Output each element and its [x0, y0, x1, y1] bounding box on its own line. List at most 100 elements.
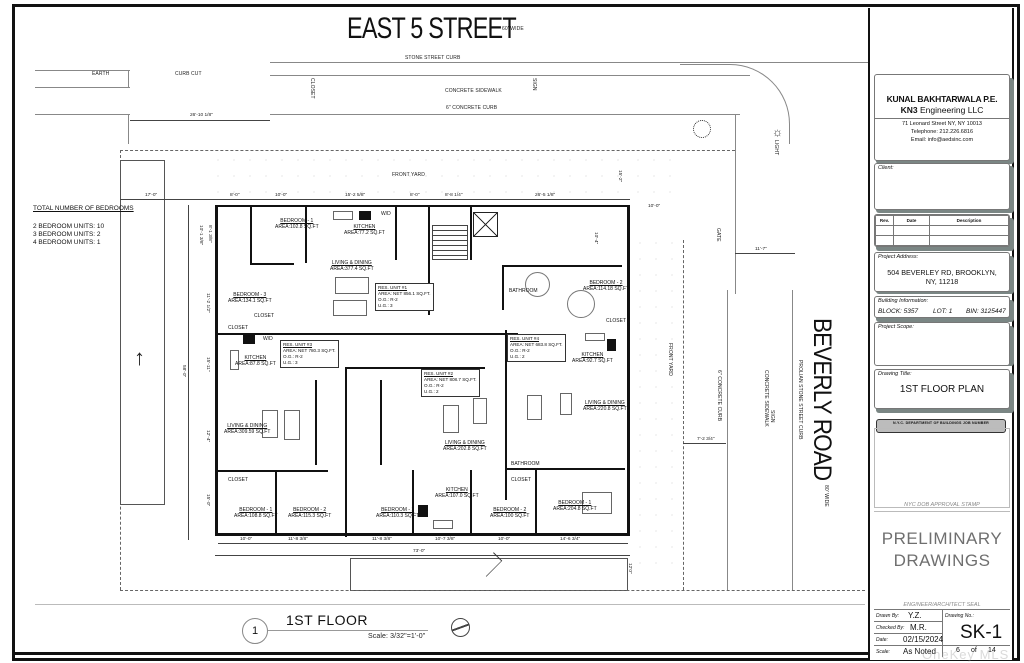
scale-value: As Noted [903, 647, 936, 656]
stone-curb-line [270, 62, 870, 63]
sofa-icon [560, 393, 572, 415]
dim-bottom: 11'-8 3/8" [372, 537, 392, 542]
concrete-curb-label: 6" CONCRETE CURB [446, 105, 498, 111]
earth-edge [128, 70, 129, 87]
stairs [432, 225, 468, 260]
block-number: BLOCK: 5357 [878, 308, 919, 315]
interior-wall [252, 263, 294, 265]
rev-header-date: Date [893, 215, 930, 226]
client-label: Client: [878, 165, 894, 171]
closet-label: CLOSET [228, 477, 249, 483]
project-address-label: Project Address: [878, 254, 919, 260]
drawing-number-circle: 1 [242, 618, 268, 644]
unit-ug: U.G.: 2 [510, 354, 525, 359]
date-value: 02/15/2024 [903, 635, 944, 644]
scale-label: Scale: [876, 649, 890, 655]
beverly-stone-curb-line [792, 290, 793, 590]
floor-title: 1ST FLOOR [286, 612, 369, 628]
sofa-icon [335, 277, 369, 294]
dim-top-left-curb: 26'-10 1/8" [190, 113, 213, 118]
drawing-no-label: Drawing No.: [945, 613, 974, 619]
interior-wall-mid [218, 333, 518, 335]
unit-og: O.G.: R-2 [424, 383, 444, 388]
bed-icon [582, 492, 612, 514]
room-label: BATHROOM [509, 288, 538, 294]
interior-wall [412, 470, 414, 535]
unit-area: AREA: NET 808.7 SQ.FT. [424, 377, 477, 382]
rev-header-rev: Rev. [875, 215, 894, 226]
dim-beverly-offset: 7'-2 3/4" [697, 437, 715, 442]
rev-header-description: Description [929, 215, 1009, 226]
beverly-sign-label: SIGN [769, 410, 775, 423]
dim-bottom: 10'-0" [498, 537, 511, 542]
stair-wall [428, 205, 430, 315]
wall-north [215, 205, 630, 207]
dim-overall-width: 73'-0" [413, 549, 426, 554]
closet-label: CLOSET [511, 477, 532, 483]
sofa-icon [262, 410, 278, 438]
unit-info-box: RES. UNIT #3 AREA: NET 780.3 SQ.FT. O.G.… [280, 340, 339, 368]
sheet-border [12, 4, 1020, 661]
engineer-name: KUNAL BAKHTARWALA P.E. [886, 94, 998, 104]
interior-wall [250, 205, 252, 265]
closet-label: CLOSET [606, 318, 627, 324]
unit-area: AREA: NET 856.1 SQ.FT. [378, 291, 431, 296]
table-icon [527, 395, 542, 420]
caption-divider [35, 604, 865, 605]
drawing-no-value: SK-1 [960, 622, 1003, 643]
unit-area: AREA: NET 683.8 SQ.FT. [510, 342, 563, 347]
drawn-by-label: Drawn By: [876, 613, 900, 619]
meta-row-rule [874, 621, 942, 622]
unit-info-box: RES. UNIT #4 AREA: NET 683.8 SQ.FT. O.G.… [507, 334, 566, 362]
unit-og: O.G.: R-2 [510, 348, 530, 353]
dim-bottom: 10'-7 3/8" [435, 537, 456, 542]
preliminary-line2: DRAWINGS [893, 551, 991, 570]
light-label: LIGHT [773, 140, 779, 156]
meta-column-rule [942, 609, 943, 657]
dob-stamp-area [874, 428, 1010, 508]
bedroom-summary-title: TOTAL NUMBER OF BEDROOMS [33, 205, 134, 212]
north-street-name: EAST 5 STREET [347, 12, 517, 45]
preliminary-stamp: PRELIMINARY DRAWINGS [874, 528, 1010, 572]
dim-right-setback: 11'-7" [755, 247, 767, 252]
drawing-title-panel: Drawing Title: 1ST FLOOR PLAN [874, 369, 1010, 409]
bedroom-summary-line: 4 BEDROOM UNITS: 1 [33, 239, 101, 246]
dim-top: 8'-0" [410, 193, 420, 198]
dim-top: 15'-2 5/8" [345, 193, 366, 198]
dim-bottom: 14'-6 3/4" [560, 537, 581, 542]
right-curb-line [735, 114, 736, 294]
interior-wall [395, 205, 397, 260]
stamp-divider [874, 511, 1010, 512]
overall-depth-line [188, 205, 189, 540]
meta-row-rule [874, 645, 1010, 646]
up-arrow-icon: ↑ [134, 345, 145, 370]
beverly-curb-line [727, 290, 728, 590]
engineer-panel: KUNAL BAKHTARWALA P.E. KN3 Engineering L… [874, 74, 1010, 161]
wall-west [215, 205, 218, 535]
dim-setback-left: 17'-0" [145, 193, 158, 198]
dim-left: 15'-0" [205, 494, 210, 507]
dob-stamp-label: NYC DOB APPROVAL STAMP [904, 502, 980, 508]
seal-label: ENGINEER/ARCHITECT SEAL [903, 602, 981, 608]
table-icon [284, 410, 300, 440]
interior-wall [305, 205, 307, 263]
earth-edge-2 [128, 114, 129, 144]
curb-line [270, 114, 740, 115]
bath-wall [315, 380, 317, 465]
watermark: OneKey MLS [922, 647, 1010, 662]
floor-scale: Scale: 3/32"=1'-0" [368, 633, 426, 640]
north-arrow-icon [451, 618, 470, 637]
light-icon: ☼ [772, 125, 783, 139]
closet-label: CLOSET [228, 325, 249, 331]
dim-line-setback [120, 199, 215, 200]
wd-label: W/D [263, 336, 273, 342]
unit-og: O.G.: R-2 [378, 297, 398, 302]
revision-row [875, 235, 1009, 246]
